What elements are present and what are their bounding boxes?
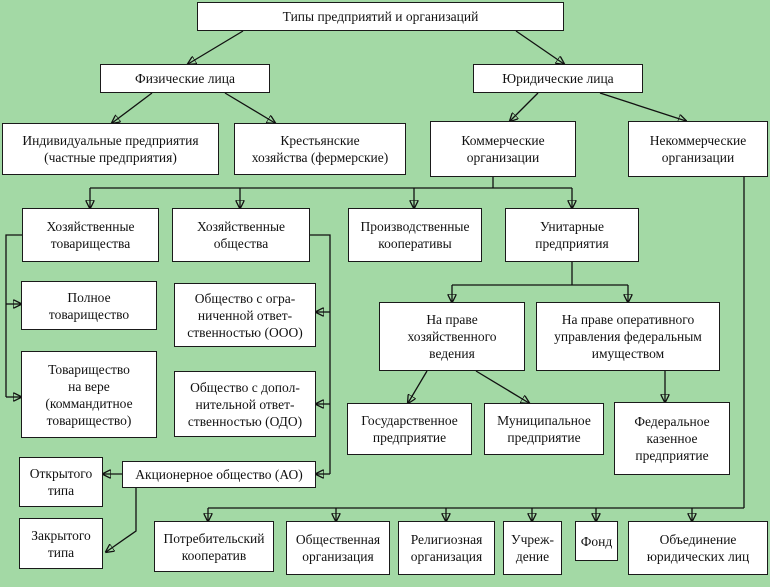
edge-root-legal [515,30,564,64]
node-consumer-coop: Потребительский кооператив [154,521,274,572]
node-root: Типы предприятий и организаций [197,2,564,31]
edge-partnerships-bracket [5,234,22,397]
node-ooo: Общество с огра- ниченной ответ- ственно… [174,283,316,347]
node-ao: Акционерное общество (АО) [122,461,316,488]
node-association: Объединение юридических лиц [628,521,768,575]
node-operational-mgmt: На праве оперативного управления федерал… [536,302,720,371]
node-economic-mgmt: На праве хозяйственного ведения [379,302,525,371]
node-limited-partnership: Товарищество на вере (коммандитное товар… [21,351,157,438]
edge-societies-bracket [310,234,331,474]
node-state-enterprise: Государственное предприятие [347,403,472,455]
edge-economic-state [408,370,428,403]
node-individual: Индивидуальные предприятия (частные пред… [2,123,219,175]
node-federal-treasury: Федеральное казенное предприятие [614,402,730,475]
node-physical: Физические лица [100,64,270,93]
node-fund: Фонд [575,521,618,561]
node-legal: Юридические лица [473,64,643,93]
node-peasant: Крестьянские хозяйства (фермерские) [234,123,406,175]
node-unitary: Унитарные предприятия [505,208,639,262]
edge-physical-individual [112,92,153,123]
edge-physical-peasant [224,92,275,123]
node-full-partnership: Полное товарищество [21,281,157,330]
node-public-org: Общественная организация [286,521,390,575]
node-municipal-enterprise: Муниципальное предприятие [484,403,604,455]
node-open-type: Открытого типа [19,457,103,507]
edge-root-physical [188,30,244,64]
node-odo: Общество с допол- нительной ответ- ствен… [174,371,316,437]
node-partnerships: Хозяйственные товарищества [22,208,159,262]
node-noncommercial: Некоммерческие организации [628,121,768,177]
node-coops: Производственные кооперативы [348,208,482,262]
node-closed-type: Закрытого типа [19,518,103,569]
edge-economic-municipal [475,370,529,403]
edge-ao-closed [106,485,137,552]
node-commercial: Коммерческие организации [430,121,576,177]
node-institution: Учреж- дение [503,521,562,575]
edge-legal-commercial [510,92,539,121]
node-societies: Хозяйственные общества [172,208,310,262]
edge-legal-noncommercial [599,92,686,121]
node-religious-org: Религиозная организация [398,521,495,575]
